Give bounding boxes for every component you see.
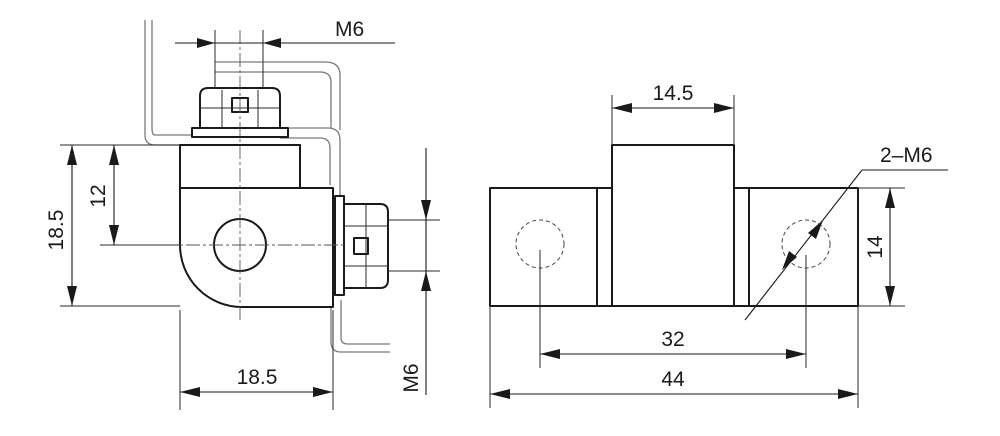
mounting-bracket — [144, 20, 341, 195]
front-view: 14.5 2–M6 14 32 44 — [489, 82, 948, 408]
dim-boss-width-label: 14.5 — [653, 82, 694, 105]
dim-width-bottom-label: 18.5 — [237, 366, 278, 389]
dim-height-inner-label: 12 — [87, 184, 110, 207]
center-boss — [611, 144, 735, 307]
dim-overall-length-label: 44 — [661, 368, 685, 391]
dim-side-thread-label: M6 — [400, 363, 423, 392]
mounting-bracket-leg — [330, 300, 390, 353]
side-screw-icon — [334, 195, 389, 296]
dim-plate-height-label: 14 — [864, 235, 887, 259]
mounting-bracket-top — [215, 61, 341, 130]
dim-top-thread-label: M6 — [335, 18, 364, 41]
thread-callout-label: 2–M6 — [880, 144, 933, 167]
dim-hole-spacing-label: 32 — [661, 328, 684, 351]
dim-height-outer-label: 18.5 — [45, 210, 68, 251]
side-view: M6 18.5 12 18.5 M6 — [45, 18, 440, 410]
